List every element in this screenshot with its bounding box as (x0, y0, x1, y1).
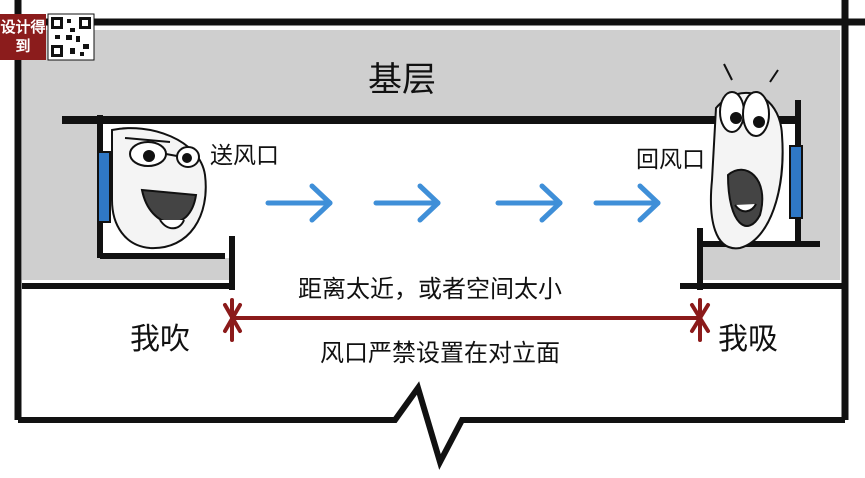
break-line-icon (18, 381, 845, 470)
supply-vent-character (111, 127, 207, 250)
flow-arrow-icon (495, 183, 563, 223)
flow-arrow-icon (593, 183, 661, 223)
supply-vent-label: 送风口 (210, 143, 279, 169)
suck-label: 我吸 (718, 322, 778, 357)
qr-code-icon (47, 13, 95, 61)
warning-text-line1: 距离太近，或者空间太小 (298, 275, 562, 303)
floor-label: 基层 (368, 60, 436, 100)
return-vent-panel (789, 145, 803, 219)
supply-vent-panel (97, 151, 111, 223)
flow-arrow-icon (265, 183, 333, 223)
room-cavity (100, 122, 800, 282)
blow-label: 我吹 (130, 322, 190, 357)
airflow-arrows (265, 183, 661, 223)
return-vent-character (709, 63, 784, 250)
brand-logo: 设计得到 (0, 14, 46, 60)
return-vent-label: 回风口 (636, 147, 705, 173)
distance-dimension-line (223, 298, 710, 342)
flow-arrow-icon (373, 183, 441, 223)
warning-text-line2: 风口严禁设置在对立面 (320, 339, 560, 367)
